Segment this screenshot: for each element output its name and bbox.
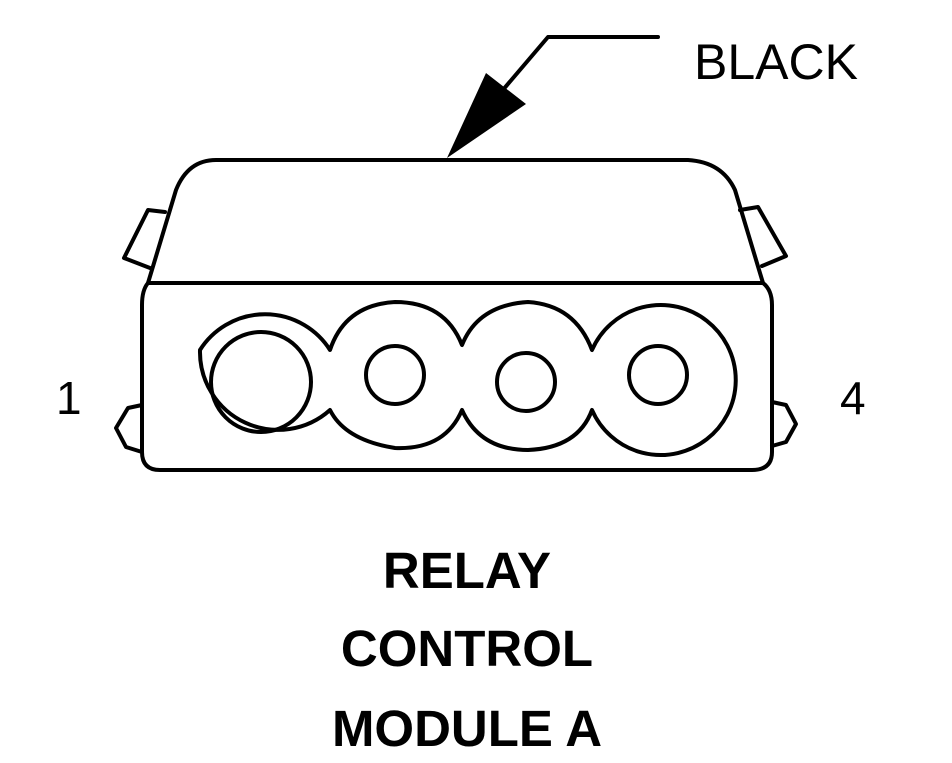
cavity-outline	[197, 300, 738, 457]
right-lower-latch	[770, 400, 798, 448]
connector-title: RELAY CONTROL MODULE A	[332, 542, 602, 757]
title-line-2: CONTROL	[341, 620, 593, 677]
cavity-1	[209, 330, 313, 434]
title-line-3: MODULE A	[332, 700, 602, 757]
left-upper-latch	[122, 208, 167, 270]
right-upper-latch	[738, 205, 788, 268]
callout-color-label: BLACK	[694, 34, 858, 90]
left-lower-latch	[114, 403, 144, 454]
connector-housing	[114, 158, 798, 472]
callout-arrowhead	[447, 73, 526, 158]
pin-1-label: 1	[56, 372, 82, 424]
connector-body	[140, 281, 774, 472]
callout-leader-line	[494, 35, 660, 100]
color-callout: BLACK	[447, 34, 858, 158]
cavity-4	[627, 344, 689, 406]
cavity-2	[364, 344, 426, 406]
cavity-3	[495, 351, 557, 413]
pin-4-label: 4	[840, 372, 866, 424]
title-line-1: RELAY	[383, 542, 551, 599]
connector-hood	[146, 158, 765, 285]
